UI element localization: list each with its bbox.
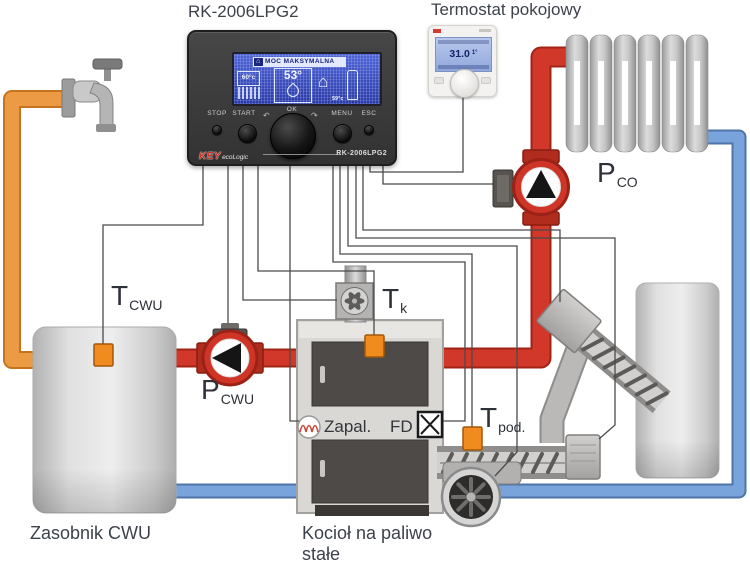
stop-button-label: STOP (207, 110, 227, 117)
controller-model-text: RK-2006LPG2 (336, 150, 387, 157)
wire-feeder-motor (355, 160, 616, 440)
lcd-flame-icon (284, 82, 302, 100)
sensor-t-k (364, 334, 385, 358)
lcd-main-box: 53° (274, 68, 312, 103)
stop-button (212, 125, 222, 135)
start-button-label: START (232, 110, 256, 117)
thermostat-model-mark (479, 29, 491, 32)
boiler-caption: Kocioł na paliwo stałe (302, 523, 433, 564)
controller-lcd: ⌂ MOC MAKSYMALNA 60°c 53° ⌂ 59°c (232, 52, 382, 106)
controller-brand-row: KEYecoLogic RK-2006LPG2 (199, 146, 387, 162)
tank-caption: Zasobnik CWU (30, 523, 152, 543)
thermostat-right-button (481, 77, 491, 84)
brand-divider (263, 154, 341, 155)
lcd-main-temp: 53° (283, 68, 303, 82)
fuel-hopper (635, 282, 720, 479)
thermostat-left-button (434, 77, 444, 84)
fuel-drop-tube (539, 344, 590, 443)
co-return-pipe (437, 129, 747, 499)
wire-flame-detector (332, 160, 466, 422)
rotate-left-icon: ↶ (263, 111, 270, 120)
hopper-auger-motor (536, 288, 602, 354)
t-pod-label: Tpod. (480, 402, 526, 435)
esc-button-label: ESC (361, 110, 377, 117)
lcd-cylinder-icon (347, 70, 358, 100)
esc-button (364, 125, 374, 135)
wire-p-co (382, 160, 497, 185)
dhw-tank (32, 326, 177, 514)
igniter-label: Zapal. (324, 417, 372, 436)
wire-t-k (257, 160, 375, 337)
pump-p-cwu (196, 323, 264, 387)
brand-logo: KEY (199, 151, 222, 162)
p-co-label: PCO (597, 157, 638, 190)
thermostat-dial (450, 69, 479, 98)
wire-blower-fan (347, 160, 518, 477)
radiator-icon (565, 34, 709, 153)
menu-button-label: MENU (331, 110, 353, 117)
igniter-icon (297, 415, 321, 439)
blower-fan-icon (440, 461, 522, 528)
faucet-icon (61, 58, 123, 132)
flame-detector-label: FD (390, 417, 413, 436)
pump-p-co (492, 149, 570, 226)
lcd-left-temp: 60°c (237, 71, 260, 86)
flue-fan-icon (335, 282, 374, 320)
rotate-right-icon: ↷ (311, 111, 318, 120)
controller-panel: ⌂ MOC MAKSYMALNA 60°c 53° ⌂ 59°c STOP ST… (187, 30, 397, 166)
thermostat-logo (433, 29, 441, 33)
lcd-house-icon: ⌂ (318, 72, 329, 91)
lcd-radiator-icon (238, 87, 261, 99)
lcd-header-bar: ⌂ MOC MAKSYMALNA (253, 57, 346, 67)
control-knob (270, 113, 316, 159)
t-k-label: Tk (382, 283, 408, 316)
flame-detector-icon (416, 410, 444, 439)
hopper-auger (536, 288, 671, 414)
lcd-home-icon: ⌂ (254, 58, 263, 66)
wire-hopper-motor (362, 160, 561, 302)
t-cwu-label: TCWU (111, 280, 163, 313)
wire-thermostat (369, 94, 464, 173)
thermostat-lcd-top-row (438, 40, 489, 44)
thermostat-lcd-bottom-row (438, 65, 489, 69)
wire-t-pod (339, 160, 473, 429)
ok-label: OK (286, 106, 298, 113)
cold-water-pipe (3, 90, 66, 369)
wire-flue-fan (242, 160, 337, 301)
feeder-motor (565, 434, 601, 480)
sensor-t-pod (462, 426, 483, 451)
p-cwu-label: PCWU (201, 374, 255, 407)
signal-wires (102, 94, 616, 477)
lcd-header-text: MOC MAKSYMALNA (265, 58, 335, 65)
menu-button (333, 124, 352, 143)
start-button (238, 124, 257, 143)
controller-title: RK-2006LPG2 (188, 2, 299, 21)
lcd-right-temp: 59°c (332, 96, 344, 102)
sensor-t-cwu (93, 343, 114, 367)
brand-suffix: ecoLogic (222, 154, 249, 161)
wire-t-cwu (102, 160, 204, 346)
thermostat-title: Termostat pokojowy (431, 0, 582, 19)
